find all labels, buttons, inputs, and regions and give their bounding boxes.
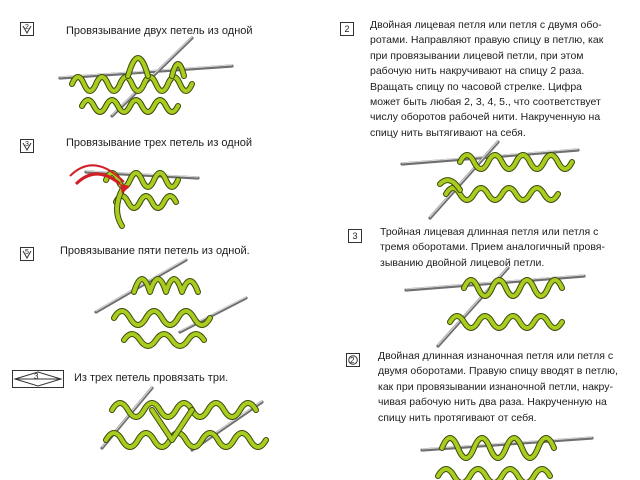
knit-symbol-box: 2 [346,353,360,367]
five-from-one-symbol-icon [22,250,32,260]
item-title-two-from-one: Провязывание двух петель из одной [66,25,253,37]
knitting-illustration-double-purl [420,435,594,480]
knitting-illustration-three-from-one [69,164,200,229]
three-from-one-symbol-icon [22,142,32,152]
knitting-illustration-triple-knit [404,266,586,348]
symbol-number: 2 [350,356,355,365]
knit-symbol-box: 3 [348,229,362,243]
knitting-illustration-double-knit [400,140,580,220]
symbol-number: 3 [25,141,29,148]
triple-knit-wrap-symbol-icon: 3 [352,231,358,241]
knit-symbol-box: 2 [20,22,34,36]
item-title-five-from-one: Провязывание пяти петель из одной. [60,245,250,257]
knitting-illustration-two-from-one [58,36,234,118]
three-in-three-symbol-icon [13,371,63,387]
double-knit-wrap-symbol-icon: 2 [344,24,350,34]
double-purl-wrap-symbol-icon [348,355,358,365]
item-description-triple-knit: Тройная лицевая длинная петля или петля … [380,226,605,269]
item-description-double-knit: Двойная лицевая петля или петля с двумя … [370,19,604,139]
knit-symbol-box-wide: 3 [12,370,64,388]
item-title-three-from-one: Провязывание трех петель из одной [66,137,253,149]
two-together-symbol-icon [22,25,32,35]
item-description-double-purl: Двойная длинная изнаночная петля или пет… [378,350,618,424]
knit-symbol-box: 3 [20,139,34,153]
symbol-number: 3 [34,372,39,381]
knit-symbol-box: 2 [340,22,354,36]
knitting-illustration-five-from-one [94,258,248,349]
knitting-illustration-three-in-three [100,386,269,452]
item-title-three-in-three: Из трех петель провязать три. [74,372,229,384]
knit-symbol-box: 5 [20,247,34,261]
symbol-number: 2 [25,24,29,31]
symbol-number: 5 [25,249,29,256]
red-arrow-icon [74,172,121,186]
